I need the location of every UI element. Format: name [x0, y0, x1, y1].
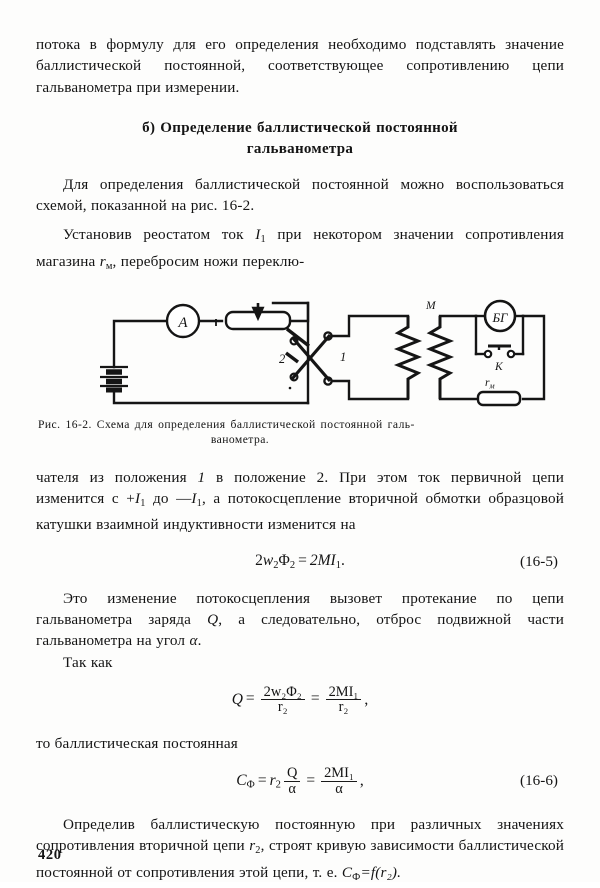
mutual-inductance-label: М [425, 300, 437, 312]
ballistic-galvanometer-icon [483, 299, 517, 333]
symbol-current-sub: 1 [260, 234, 266, 246]
text-run: Установив реостатом ток [63, 226, 256, 244]
switch-knife-handle-2 [284, 351, 300, 364]
text-run: . [197, 632, 202, 650]
section-heading: б) Определение баллистической постоянной… [36, 118, 564, 160]
text-run: до — [145, 490, 192, 508]
symbol-charge: Q [207, 610, 219, 628]
paragraph-charge: Это изменение потокосцепления вызовет пр… [36, 588, 564, 652]
spacer [36, 536, 564, 550]
text-run: Это изменение потокосцепления вызовет пр… [36, 589, 564, 628]
symbol-rm: r [99, 252, 106, 270]
switch-blade-2 [290, 335, 332, 382]
paragraph-setup: Установив реостатом ток I1 при некотором… [36, 224, 564, 276]
wire-battery-bottom-rail [112, 389, 310, 405]
paragraph-curve: Определив баллистическую постоянную при … [36, 814, 564, 888]
formula-16-6-number: (16-6) [520, 772, 558, 790]
resistor-rm-label: rм [485, 377, 495, 391]
spacer [36, 754, 564, 762]
circuit-schematic-svg: А [100, 299, 546, 407]
symbol-current: I [255, 226, 261, 244]
switch-position-2-label: 2 [279, 352, 285, 366]
ammeter-icon [165, 303, 201, 339]
coil-primary-icon [393, 315, 423, 399]
text-run: при некотором значении сопротивления маг… [36, 226, 564, 270]
symbol-cf: C [341, 863, 353, 881]
crossover-switch[interactable] [284, 327, 333, 390]
formula-16-5-body: 2w2Φ2=2MI1. [255, 552, 345, 572]
symbol-alpha: α [189, 632, 198, 650]
key-switch[interactable] [483, 344, 516, 359]
wire-galv-outer-rail [521, 314, 546, 401]
symbol-cf-sub: Ф [352, 871, 361, 883]
rheostat-slider-arrow [251, 302, 265, 322]
paragraph-so-that: Так как [63, 653, 113, 671]
spacer [36, 216, 564, 224]
text-run: . При этом ток первичной цепи изменится … [36, 468, 564, 508]
galvanometer-label: БГ [491, 310, 508, 325]
battery-symbol [100, 365, 128, 393]
spacer [36, 409, 564, 417]
figure-circuit-diagram: А [36, 291, 564, 409]
figure-caption-line2: ванометра. [210, 432, 270, 446]
symbol-f-of-r2: =f(r₂). [360, 863, 402, 881]
ammeter-label: А [177, 315, 188, 331]
symbol-r2-sub: 2 [255, 845, 261, 857]
figure-caption: Рис. 16-2. Схема для определения баллист… [36, 417, 564, 447]
text-run: чателя из положения [36, 468, 198, 486]
key-terminal-right [506, 349, 516, 359]
coil-secondary-icon [425, 315, 455, 399]
text-run: , перебросим ножи переклю- [112, 252, 305, 270]
spacer [36, 800, 564, 814]
switch-knife-handle [285, 327, 311, 348]
spacer [36, 160, 564, 174]
formula-16-5-number: (16-5) [520, 552, 558, 570]
wire-battery-to-ammeter [112, 319, 169, 369]
spacer [36, 719, 564, 733]
symbol-current: I [191, 490, 197, 508]
symbol-current-sub: 1 [140, 498, 146, 510]
text-run: , а потокосцепление вторичной обмотки об… [36, 490, 564, 534]
spacer [36, 98, 564, 118]
text-run: Определив баллистическую постоянную при … [36, 816, 564, 855]
symbol-pos1: 1 [197, 468, 206, 486]
paragraph-switch-throw: чателя из положения 1 в положение 2. При… [36, 467, 564, 536]
paragraph-then-constant: то баллистическая постоянная [36, 734, 238, 752]
symbol-current: I [134, 490, 141, 508]
spacer [36, 574, 564, 588]
symbol-current-sub: 1 [196, 498, 202, 510]
key-terminal-left [483, 349, 493, 359]
paragraph-intro: Для определения баллистической постоянно… [36, 175, 564, 215]
resistor-rm-icon [476, 390, 522, 407]
symbol-pos2: 2 [316, 468, 325, 486]
text-run: , строят кривую зависимости баллистическ… [36, 837, 564, 881]
key-label: К [494, 361, 504, 373]
page-number: 420 [38, 847, 62, 863]
switch-position-1-label: 1 [340, 350, 346, 364]
text-run: в положение [205, 468, 317, 486]
spacer [36, 673, 564, 681]
text-run: , а следовательно, отброс подвижной част… [36, 610, 565, 650]
symbol-rm-sub: м [105, 260, 113, 272]
section-heading-line1: б) Определение баллистической постоянной [142, 119, 458, 136]
wire-switch-to-coil-top [330, 314, 410, 338]
symbol-r2: r [249, 837, 256, 855]
formula-16-5: 2w2Φ2=2MI1. (16-5) [36, 550, 564, 574]
spacer [36, 277, 564, 291]
section-heading-line2: гальванометра [246, 140, 354, 157]
figure-caption-line1: Рис. 16-2. Схема для определения баллист… [38, 417, 415, 431]
switch-dot [288, 386, 292, 390]
wire-switch-to-coil-bottom [330, 379, 410, 401]
spacer [36, 447, 564, 467]
paragraph-continuation: потока в формулу для его определения нео… [36, 36, 564, 96]
page-content: потока в формулу для его определения нео… [36, 34, 564, 888]
